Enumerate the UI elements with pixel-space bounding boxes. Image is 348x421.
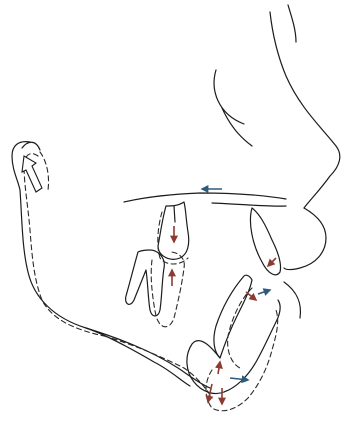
upper-incisor-solid <box>250 208 280 275</box>
condyle-dashed-outline <box>40 152 49 190</box>
chin-movement-arrow-forward <box>230 378 248 380</box>
mandible-lower-border-dashed <box>104 336 212 398</box>
eye-contour <box>214 70 244 124</box>
lower-molar-solid <box>126 250 165 316</box>
symphysis-solid-outline <box>187 300 280 394</box>
palatal-plane-return <box>212 203 286 206</box>
lower-lip-profile <box>284 282 300 318</box>
upper-molar-root-split <box>174 206 175 222</box>
chin-movement-arrow-up <box>218 362 220 374</box>
nose-profile-line <box>270 12 340 208</box>
lower-incisor-movement-arrow-2 <box>258 290 270 294</box>
forehead-profile-line <box>288 5 296 42</box>
palatal-plane-line <box>124 193 286 202</box>
condyle-solid-outline <box>22 142 40 150</box>
upper-incisor-movement-arrow <box>268 258 276 266</box>
lower-incisor-movement-arrow-1 <box>246 292 256 300</box>
upper-lip-profile <box>284 208 326 270</box>
lower-incisor-solid <box>214 275 252 358</box>
mandible-lower-border <box>86 328 190 386</box>
ramus-solid-outline <box>12 142 210 388</box>
